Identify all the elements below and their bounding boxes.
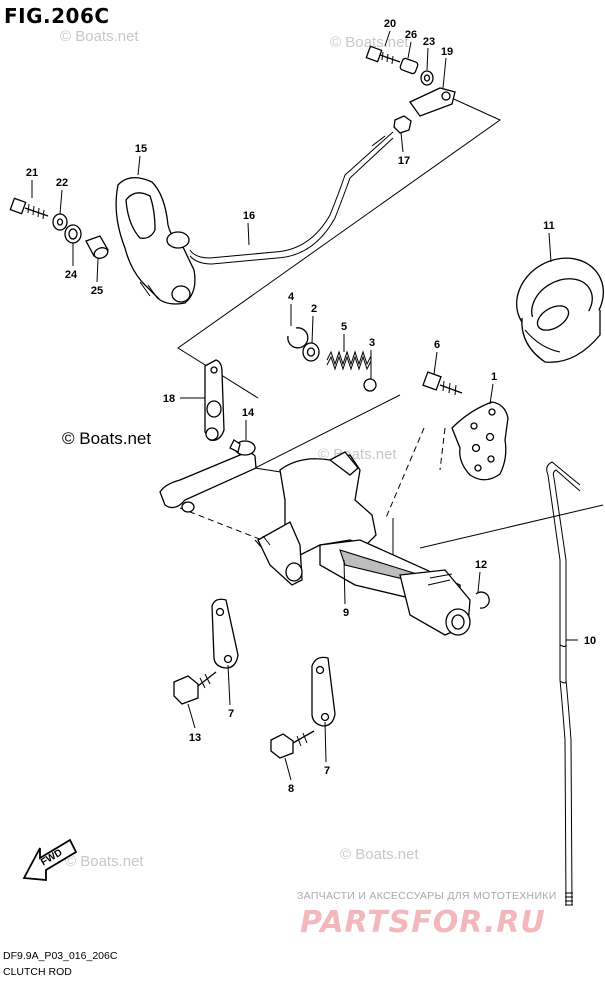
- part-24-oring-inner: [68, 228, 78, 240]
- callout-21: 21: [26, 167, 38, 179]
- part-15-lever: [115, 177, 196, 305]
- callout-16: 16: [243, 210, 255, 222]
- callout-leaders: [31, 30, 578, 781]
- callout-24: 24: [65, 269, 78, 281]
- part-17-nut: [393, 115, 412, 134]
- part-1-bracket: [451, 401, 509, 481]
- callout-26: 26: [405, 29, 417, 41]
- part-21-bolt: [9, 197, 49, 220]
- part-11-grommet: [515, 257, 605, 363]
- part-25-bushing: [85, 235, 109, 259]
- watermark: © Boats.net: [340, 846, 419, 863]
- callout-1: 1: [491, 371, 497, 383]
- callout-13: 13: [189, 732, 201, 744]
- part-19-rod-end: [409, 87, 456, 117]
- watermark: © Boats.net: [65, 853, 144, 870]
- callout-7a: 7: [228, 708, 234, 720]
- part-23-washer-hole: [423, 74, 431, 82]
- callout-7b: 7: [324, 765, 330, 777]
- watermark: © Boats.net: [60, 28, 139, 45]
- part-7-link-plate-a: [211, 598, 239, 669]
- callout-4: 4: [288, 291, 295, 303]
- part-6-bolt: [422, 371, 463, 396]
- banner-tagline: ЗАПЧАСТИ И АКСЕССУАРЫ ДЛЯ МОТОТЕХНИКИ: [297, 890, 557, 902]
- banner-logo: PARTSFOR.RU: [300, 905, 546, 940]
- callout-12: 12: [475, 559, 487, 571]
- part-14-arm: [159, 439, 257, 513]
- part-4-circlip: [287, 327, 309, 349]
- callout-10: 10: [584, 635, 596, 647]
- callout-14: 14: [242, 407, 255, 419]
- part-7-link-plate-b: [311, 656, 336, 727]
- figure-code: DF9.9A_P03_016_206C: [3, 950, 118, 962]
- part-9-shaft: [254, 451, 471, 636]
- figure-caption: CLUTCH ROD: [3, 966, 72, 978]
- callout-23: 23: [423, 36, 435, 48]
- part-2-washer-hole: [306, 347, 316, 357]
- callout-25: 25: [91, 285, 103, 297]
- part-18-link-plate: [204, 359, 225, 441]
- callout-8: 8: [288, 783, 294, 795]
- part-16-clutch-rod: [189, 131, 394, 265]
- callout-19: 19: [441, 46, 453, 58]
- part-3-ball: [363, 378, 377, 392]
- callouts: 20 26 23 19 17 15 16 21 22 24 25 11 4 2 …: [26, 18, 596, 795]
- part-12-circlip: [475, 591, 490, 609]
- part-13-bolt: [173, 671, 217, 705]
- part-22-washer-hole: [56, 218, 64, 226]
- callout-2: 2: [311, 303, 317, 315]
- part-10-rod: [546, 461, 581, 906]
- callout-6: 6: [434, 339, 440, 351]
- callout-17: 17: [398, 155, 410, 167]
- callout-9: 9: [343, 607, 349, 619]
- fwd-arrow-icon: FWD: [22, 838, 78, 881]
- callout-15: 15: [135, 143, 147, 155]
- callout-3: 3: [369, 337, 375, 349]
- part-26-collar: [399, 57, 419, 75]
- watermark-main: © Boats.net: [62, 429, 152, 448]
- callout-18: 18: [163, 393, 175, 405]
- part-20-bolt: [365, 45, 401, 65]
- callout-11: 11: [543, 220, 555, 232]
- watermark: © Boats.net: [330, 34, 409, 51]
- part-5-spring: [326, 350, 372, 371]
- callout-5: 5: [341, 321, 347, 333]
- callout-20: 20: [384, 18, 396, 30]
- callout-22: 22: [56, 177, 68, 189]
- part-8-bolt: [270, 730, 315, 759]
- figure-title: FIG.206C: [4, 4, 110, 28]
